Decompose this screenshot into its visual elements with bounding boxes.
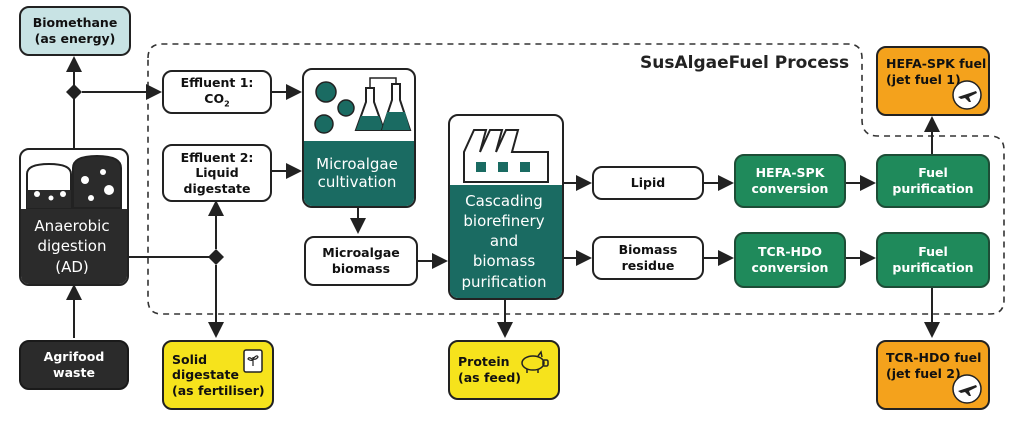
airplane-icon: [952, 374, 982, 404]
biomethane-box: Biomethane (as energy): [19, 6, 131, 56]
ad-label-area: Anaerobic digestion (AD): [21, 209, 127, 284]
solid-digestate-label: Solid digestate (as fertiliser): [172, 351, 265, 398]
microalgae-biomass-box: Microalgae biomass: [304, 236, 418, 286]
anaerobic-digestion-box: Anaerobic digestion (AD): [19, 148, 129, 286]
agrifood-waste-label: Agrifood waste: [43, 349, 105, 380]
process-title: SusAlgaeFuel Process: [640, 53, 850, 73]
fuel-purification-2-label: Fuel purification: [892, 244, 974, 275]
fertiliser-bag-icon: [243, 349, 263, 373]
factory-icon: [463, 129, 549, 183]
storage-tank-icon: [26, 154, 122, 209]
co2-subscript: 2: [224, 99, 230, 109]
effluent2-label: Effluent 2: Liquid digestate: [180, 149, 254, 196]
biomethane-label: Biomethane (as energy): [32, 15, 118, 46]
hefa-conversion-label: HEFA-SPK conversion: [751, 165, 829, 196]
lipid-box: Lipid: [592, 166, 704, 200]
effluent1-box: Effluent 1: CO2: [162, 70, 272, 114]
solid-digestate-box: Solid digestate (as fertiliser): [162, 340, 274, 410]
co2-label: CO: [204, 90, 225, 106]
tcr-conversion-label: TCR-HDO conversion: [751, 244, 829, 275]
fuel-purification-2-box: Fuel purification: [876, 232, 990, 288]
biomass-residue-label: Biomass residue: [618, 242, 678, 273]
junction-top: [66, 84, 82, 100]
protein-label: Protein (as feed): [458, 354, 521, 385]
effluent1-co2: CO2: [204, 91, 229, 110]
fuel-purification-1-label: Fuel purification: [892, 165, 974, 196]
biorefinery-label-area: Cascading biorefinery and biomass purifi…: [450, 184, 562, 298]
biorefinery-box: Cascading biorefinery and biomass purifi…: [448, 114, 564, 300]
tcr-conversion-box: TCR-HDO conversion: [734, 232, 846, 288]
cultivation-label: Microalgae cultivation: [316, 154, 398, 192]
agrifood-waste-box: Agrifood waste: [19, 340, 129, 390]
lipid-label: Lipid: [630, 175, 666, 191]
cultivation-label-area: Microalgae cultivation: [304, 140, 414, 206]
effluent1-label: Effluent 1:: [180, 74, 254, 90]
cultivation-box: Microalgae cultivation: [302, 68, 416, 208]
anaerobic-digestion-label: Anaerobic digestion (AD): [34, 217, 110, 276]
biorefinery-label: Cascading biorefinery and biomass purifi…: [461, 191, 547, 291]
hefa-conversion-box: HEFA-SPK conversion: [734, 154, 846, 208]
hefa-fuel-label: HEFA-SPK fuel (jet fuel 1): [886, 56, 987, 87]
pig-icon: [521, 350, 549, 373]
airplane-icon: [952, 80, 982, 110]
protein-box: Protein (as feed): [448, 340, 560, 400]
biomass-residue-box: Biomass residue: [592, 236, 704, 280]
hefa-fuel-box: HEFA-SPK fuel (jet fuel 1): [876, 46, 990, 116]
fuel-purification-1-box: Fuel purification: [876, 154, 990, 208]
process-boundary: [147, 43, 1005, 315]
flask-icon: [314, 77, 412, 134]
effluent2-box: Effluent 2: Liquid digestate: [162, 144, 272, 202]
microalgae-biomass-label: Microalgae biomass: [322, 245, 400, 276]
junction-bottom: [208, 249, 224, 265]
tcr-fuel-label: TCR-HDO fuel (jet fuel 2): [886, 350, 982, 381]
tcr-fuel-box: TCR-HDO fuel (jet fuel 2): [876, 340, 990, 410]
